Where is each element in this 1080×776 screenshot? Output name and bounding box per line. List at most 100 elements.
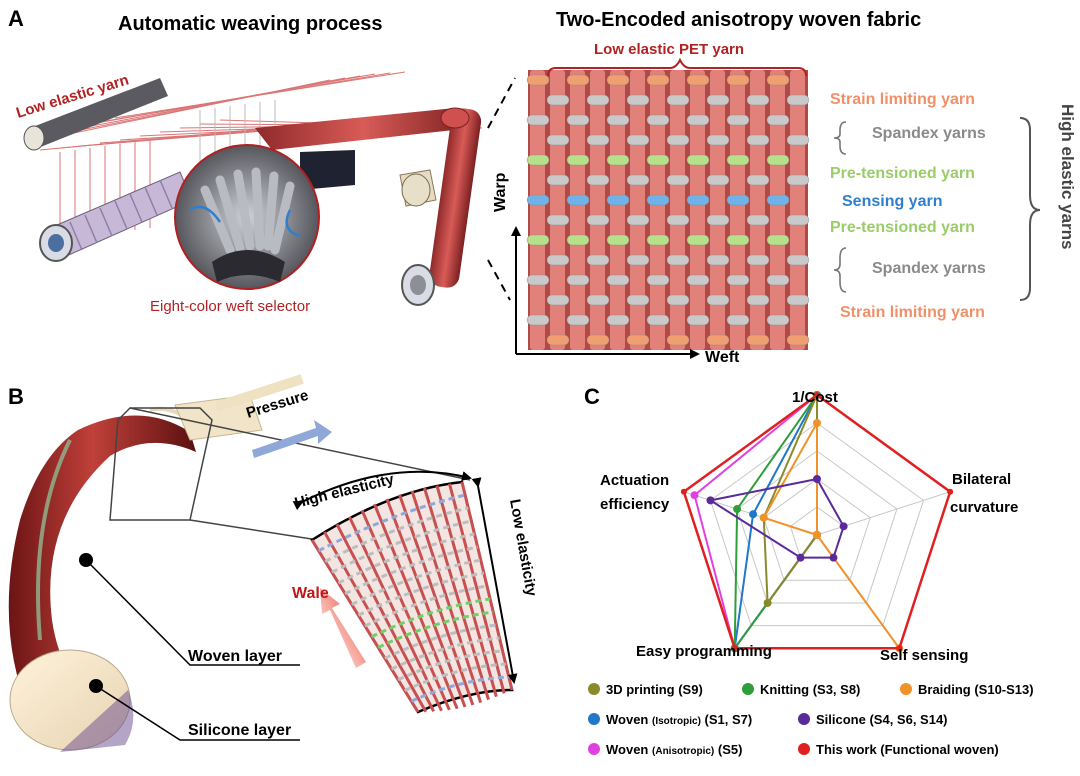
weft-yarn-segment [566, 274, 590, 286]
radar-series-line [693, 392, 818, 651]
pre-tensioned-yarn-bottom: Pre-tensioned yarn [830, 219, 975, 236]
weft-yarn-segment [586, 134, 610, 146]
weft-yarn-segment [566, 234, 590, 246]
radar-data-point [896, 645, 903, 652]
weft-yarn-segment [606, 74, 630, 86]
warp-yarn [690, 70, 705, 350]
warp-yarn [790, 70, 805, 350]
end-plug [174, 394, 263, 441]
weft-yarn-segment [786, 134, 810, 146]
weft-yarn-segment [586, 254, 610, 266]
weft-yarn-segment [606, 274, 630, 286]
svg-text:Woven (Anisotropic): Woven (Anisotropic) (S5) [606, 742, 742, 757]
weft-yarn-segment [606, 114, 630, 126]
radar-grid-ring [763, 478, 871, 581]
weft-yarn-segment [666, 94, 690, 106]
weft-yarn-segment [586, 214, 610, 226]
weft-yarn-segment [646, 114, 670, 126]
weft-yarn-segment [546, 174, 570, 186]
warp-yarn [650, 70, 665, 350]
axis-label-self-sensing: Self sensing [880, 647, 968, 664]
weft-yarn-segment [626, 174, 650, 186]
weft-yarn-segment [786, 174, 810, 186]
pet-yarn-label: Low elastic PET yarn [594, 41, 744, 58]
weft-yarn-segment [766, 274, 790, 286]
patch-weft [357, 571, 485, 617]
svg-text:Silicone (S4, S6, S14): Silicone (S4, S6, S14) [816, 712, 948, 727]
weft-yarn-segment [526, 314, 550, 326]
weft-yarn-segment [666, 334, 690, 346]
high-elastic-yarns-label: High elastic yarns [1058, 104, 1077, 250]
radar-chart [680, 391, 954, 653]
svg-text:Knitting (S3, S8): Knitting (S3, S8) [760, 682, 860, 697]
high-elasticity-arrow [292, 470, 472, 511]
weft-yarn-segment [766, 74, 790, 86]
weft-axis-label: Weft [705, 349, 740, 366]
weft-yarn-segment [546, 294, 570, 306]
axis-label-cost: 1/Cost [792, 389, 838, 406]
zoom-line-bottom [487, 259, 511, 301]
selector-housing [300, 150, 355, 190]
weft-yarn-segment [566, 74, 590, 86]
weft-yarn-segment [686, 274, 710, 286]
weft-yarn-segment [686, 194, 710, 206]
weft-yarn-segment [666, 214, 690, 226]
spandex-yarns-bottom: Spandex yarns [872, 260, 986, 277]
weft-yarn-segment [606, 194, 630, 206]
warp-yarn [630, 70, 645, 350]
weft-yarn-segment [546, 254, 570, 266]
weft-yarn-segment [726, 154, 750, 166]
weft-yarn-segment [646, 74, 670, 86]
weft-yarn-segment [766, 314, 790, 326]
silicone-layer-leader [95, 685, 300, 741]
weaving-machine-illustration [23, 71, 483, 306]
svg-text:3D printing (S9): 3D printing (S9) [606, 682, 703, 697]
radar-data-point [829, 553, 838, 562]
axis-label-actuation-1: Actuation [600, 472, 669, 489]
weft-yarn-segment [746, 214, 770, 226]
weft-yarn-segment [746, 94, 770, 106]
weft-yarn-segment [646, 234, 670, 246]
weft-yarn-segment [626, 94, 650, 106]
weft-yarn-segment [706, 294, 730, 306]
weft-yarn-segment [686, 154, 710, 166]
patch-warp [348, 516, 443, 712]
patch-warp [410, 490, 483, 703]
weft-yarn-segment [606, 234, 630, 246]
weft-yarn-segment [666, 294, 690, 306]
weft-yarn-segment [586, 334, 610, 346]
weft-yarn-segment [546, 214, 570, 226]
weft-yarn-segment [546, 334, 570, 346]
weft-yarn-segment [526, 234, 550, 246]
legend-item-silicone: Silicone (S4, S6, S14) [798, 712, 948, 727]
radar-data-point [759, 513, 768, 522]
patch-weft [344, 545, 478, 596]
weft-yarn-segment [626, 294, 650, 306]
weft-yarn-segment [786, 294, 810, 306]
weft-yarn-segment [786, 334, 810, 346]
weft-yarn-segment [726, 74, 750, 86]
actuator-illustration [8, 374, 471, 752]
weft-yarn-segment [546, 134, 570, 146]
panel-a-right-title: Two-Encoded anisotropy woven fabric [556, 9, 921, 31]
radar-data-point [749, 510, 758, 519]
zoom-line-top [487, 77, 516, 129]
axis-label-easy-programming: Easy programming [636, 643, 772, 660]
weft-yarn-segment [666, 254, 690, 266]
radar-spoke [816, 491, 951, 536]
legend-item-this-work: This work (Functional woven) [798, 742, 999, 757]
radar-series-line [707, 477, 845, 559]
weft-yarn-segment [786, 94, 810, 106]
spandex-brace-bottom [833, 247, 847, 293]
radar-data-point [731, 645, 738, 652]
radar-data-point [813, 475, 821, 483]
warp-beam [39, 171, 193, 262]
weft-yarn-segment [526, 74, 550, 86]
weft-yarn-segment [686, 314, 710, 326]
weft-yarn-segment [546, 94, 570, 106]
woven-layer-leader [85, 559, 300, 666]
weft-yarn-segment [646, 194, 670, 206]
radar-data-point [763, 598, 772, 607]
svg-text:Braiding (S10-S13): Braiding (S10-S13) [918, 682, 1034, 697]
